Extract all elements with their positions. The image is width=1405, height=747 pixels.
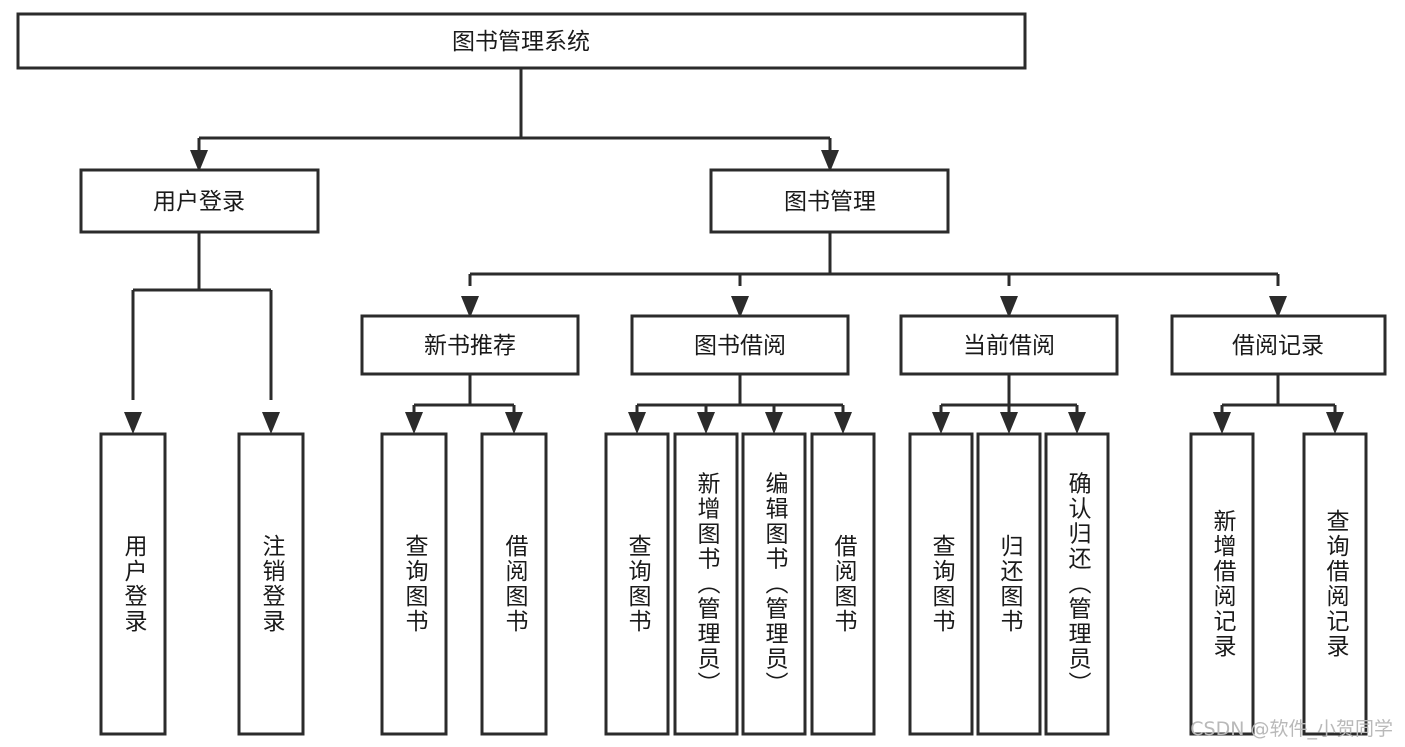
node-book-borrow-label: 图书借阅	[694, 333, 786, 359]
node-leaf-query-book-b[interactable]: 查询图书	[604, 432, 670, 736]
node-leaf-edit-book-box[interactable]	[741, 432, 807, 736]
node-leaf-query-record-box[interactable]	[1302, 432, 1368, 736]
node-user-login-box[interactable]	[79, 168, 320, 234]
arrow-leaf-add-book	[697, 412, 715, 434]
node-book-borrow-box[interactable]	[630, 314, 850, 376]
node-leaf-query-book-c-box[interactable]	[908, 432, 974, 736]
node-leaf-logout-box[interactable]	[237, 432, 305, 736]
node-leaf-user-login-label: 用户登录	[120, 534, 148, 634]
node-leaf-borrow-book-a[interactable]: 借阅图书	[480, 432, 548, 736]
arrow-leaf-query-record	[1326, 412, 1344, 434]
node-leaf-add-record-label: 新增借阅记录	[1209, 509, 1237, 659]
arrow-leaf-borrow-book-b	[834, 412, 852, 434]
node-new-book-rec[interactable]: 新书推荐	[360, 314, 580, 376]
node-book-manage-box[interactable]	[709, 168, 950, 234]
node-leaf-return-book-label: 归还图书	[996, 534, 1024, 634]
node-leaf-query-record[interactable]: 查询借阅记录	[1302, 432, 1368, 736]
node-book-manage-label: 图书管理	[784, 189, 876, 215]
node-leaf-confirm-return[interactable]: 确认归还（管理员）	[1044, 432, 1110, 736]
node-leaf-query-book-c-label: 查询图书	[928, 534, 956, 634]
node-current-borrow[interactable]: 当前借阅	[899, 314, 1119, 376]
arrow-leaf-user-login	[124, 412, 142, 434]
node-leaf-borrow-book-a-box[interactable]	[480, 432, 548, 736]
node-borrow-record-box[interactable]	[1170, 314, 1387, 376]
node-leaf-query-record-label: 查询借阅记录	[1322, 509, 1350, 659]
connector-layer	[124, 68, 1344, 434]
node-leaf-user-login-box[interactable]	[99, 432, 167, 736]
node-root[interactable]: 图书管理系统	[16, 12, 1027, 70]
node-leaf-query-book-c[interactable]: 查询图书	[908, 432, 974, 736]
node-leaf-add-book-box[interactable]	[673, 432, 739, 736]
node-leaf-query-book-b-box[interactable]	[604, 432, 670, 736]
arrow-leaf-query-book-c	[932, 412, 950, 434]
node-leaf-return-book-box[interactable]	[976, 432, 1042, 736]
arrow-leaf-query-book-a	[405, 412, 423, 434]
arrow-leaf-query-book-b	[628, 412, 646, 434]
node-leaf-query-book-a[interactable]: 查询图书	[380, 432, 448, 736]
node-book-manage[interactable]: 图书管理	[709, 168, 950, 234]
node-leaf-add-record[interactable]: 新增借阅记录	[1189, 432, 1255, 736]
arrow-leaf-confirm-return	[1068, 412, 1086, 434]
arrow-leaf-logout	[262, 412, 280, 434]
arrow-leaf-edit-book	[765, 412, 783, 434]
node-leaf-logout[interactable]: 注销登录	[237, 432, 305, 736]
node-leaf-add-book[interactable]: 新增图书（管理员）	[673, 432, 739, 736]
node-leaf-edit-book-label: 编辑图书（管理员）	[761, 472, 789, 697]
node-leaf-add-book-label: 新增图书（管理员）	[693, 472, 721, 697]
node-new-book-rec-box[interactable]	[360, 314, 580, 376]
node-leaf-return-book[interactable]: 归还图书	[976, 432, 1042, 736]
node-root-box[interactable]	[16, 12, 1027, 70]
node-book-borrow[interactable]: 图书借阅	[630, 314, 850, 376]
node-user-login-label: 用户登录	[153, 189, 245, 215]
node-leaf-edit-book[interactable]: 编辑图书（管理员）	[741, 432, 807, 736]
node-root-label: 图书管理系统	[452, 29, 590, 55]
node-leaf-borrow-book-b-label: 借阅图书	[830, 534, 858, 634]
node-leaf-logout-label: 注销登录	[258, 534, 286, 634]
node-new-book-rec-label: 新书推荐	[424, 333, 516, 359]
arrow-leaf-borrow-book-a	[505, 412, 523, 434]
node-leaf-query-book-a-label: 查询图书	[401, 534, 429, 634]
node-leaf-query-book-a-box[interactable]	[380, 432, 448, 736]
node-leaf-borrow-book-b[interactable]: 借阅图书	[810, 432, 876, 736]
arrow-leaf-add-record	[1213, 412, 1231, 434]
node-leaf-user-login[interactable]: 用户登录	[99, 432, 167, 736]
node-leaf-confirm-return-box[interactable]	[1044, 432, 1110, 736]
node-current-borrow-label: 当前借阅	[963, 333, 1055, 359]
arrow-leaf-return-book	[1000, 412, 1018, 434]
node-user-login[interactable]: 用户登录	[79, 168, 320, 234]
node-borrow-record-label: 借阅记录	[1232, 333, 1324, 359]
node-leaf-borrow-book-a-label: 借阅图书	[501, 534, 529, 634]
node-leaf-add-record-box[interactable]	[1189, 432, 1255, 736]
node-leaf-confirm-return-label: 确认归还（管理员）	[1064, 472, 1092, 697]
node-leaf-borrow-book-b-box[interactable]	[810, 432, 876, 736]
node-current-borrow-box[interactable]	[899, 314, 1119, 376]
node-borrow-record[interactable]: 借阅记录	[1170, 314, 1387, 376]
node-leaf-query-book-b-label: 查询图书	[624, 534, 652, 634]
